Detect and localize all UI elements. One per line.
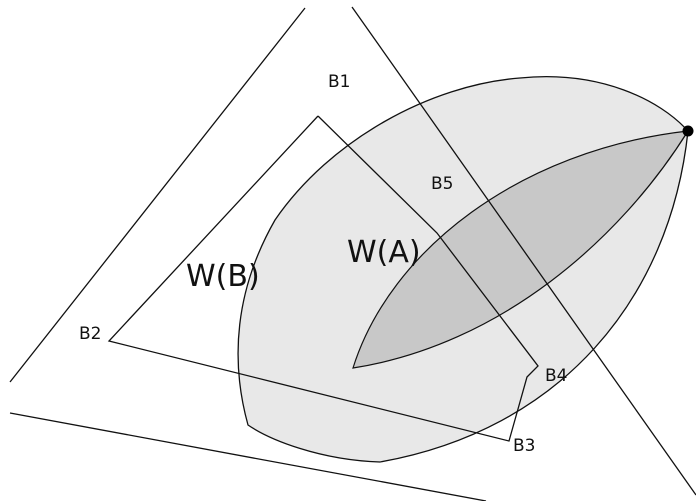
label-w-a: W(A) — [347, 235, 421, 270]
label-b2: B2 — [79, 324, 101, 344]
label-b4: B4 — [545, 366, 567, 386]
label-b5: B5 — [431, 174, 453, 194]
line-apex-to-right-bottom — [351, 6, 696, 496]
polyline-b-chain — [107, 115, 539, 442]
label-b1: B1 — [328, 72, 350, 92]
line-top-left-to-apex — [9, 7, 306, 383]
marked-point — [682, 125, 694, 137]
label-b3: B3 — [513, 436, 535, 456]
line-bottom-long — [9, 412, 487, 501]
label-w-b: W(B) — [186, 259, 260, 294]
